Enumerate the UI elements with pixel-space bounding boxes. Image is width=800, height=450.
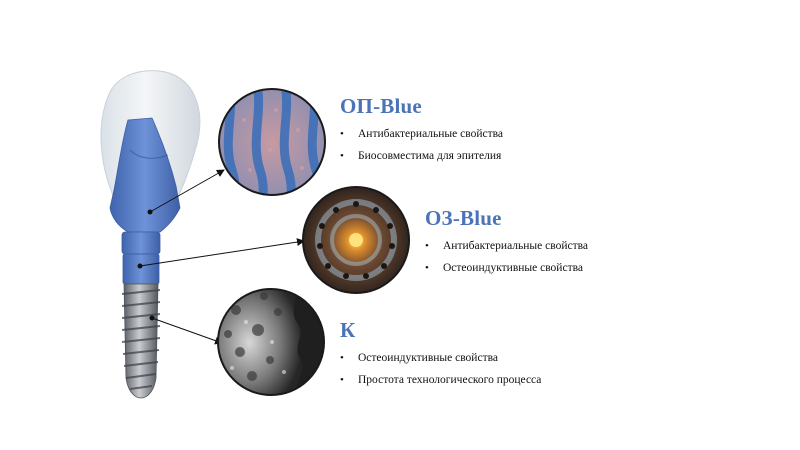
bullet-item: Биосовместима для эпителия [340,149,503,163]
implant-abutment [109,117,181,233]
section-title: ОЗ-Blue [425,206,502,230]
bullet-item: Антибактериальные свойства [340,127,503,141]
bullet-item: Остеоиндуктивные свойства [425,261,588,275]
micrograph-oz-blue [302,186,410,294]
micrograph-op-blue [218,88,326,196]
leader-arrow-1 [147,169,225,215]
leader-arrow-3 [149,315,223,345]
leader-arrow-2 [137,238,305,269]
bullet-item: Простота технологического процесса [340,373,541,387]
bullet-item: Антибактериальные свойства [425,239,588,253]
micrograph-k [217,288,325,396]
bullet-item: Остеоиндуктивные свойства [340,351,541,365]
section-oz-blue: ОЗ-Blue Антибактериальные свойства Остео… [425,206,588,283]
section-title: К [340,318,356,342]
implant-collar [121,231,161,285]
section-k: К Остеоиндуктивные свойства Простота тех… [340,318,541,395]
implant-threaded-body [121,283,161,399]
section-title: ОП-Blue [340,94,422,118]
section-op-blue: ОП-Blue Антибактериальные свойства Биосо… [340,94,503,171]
